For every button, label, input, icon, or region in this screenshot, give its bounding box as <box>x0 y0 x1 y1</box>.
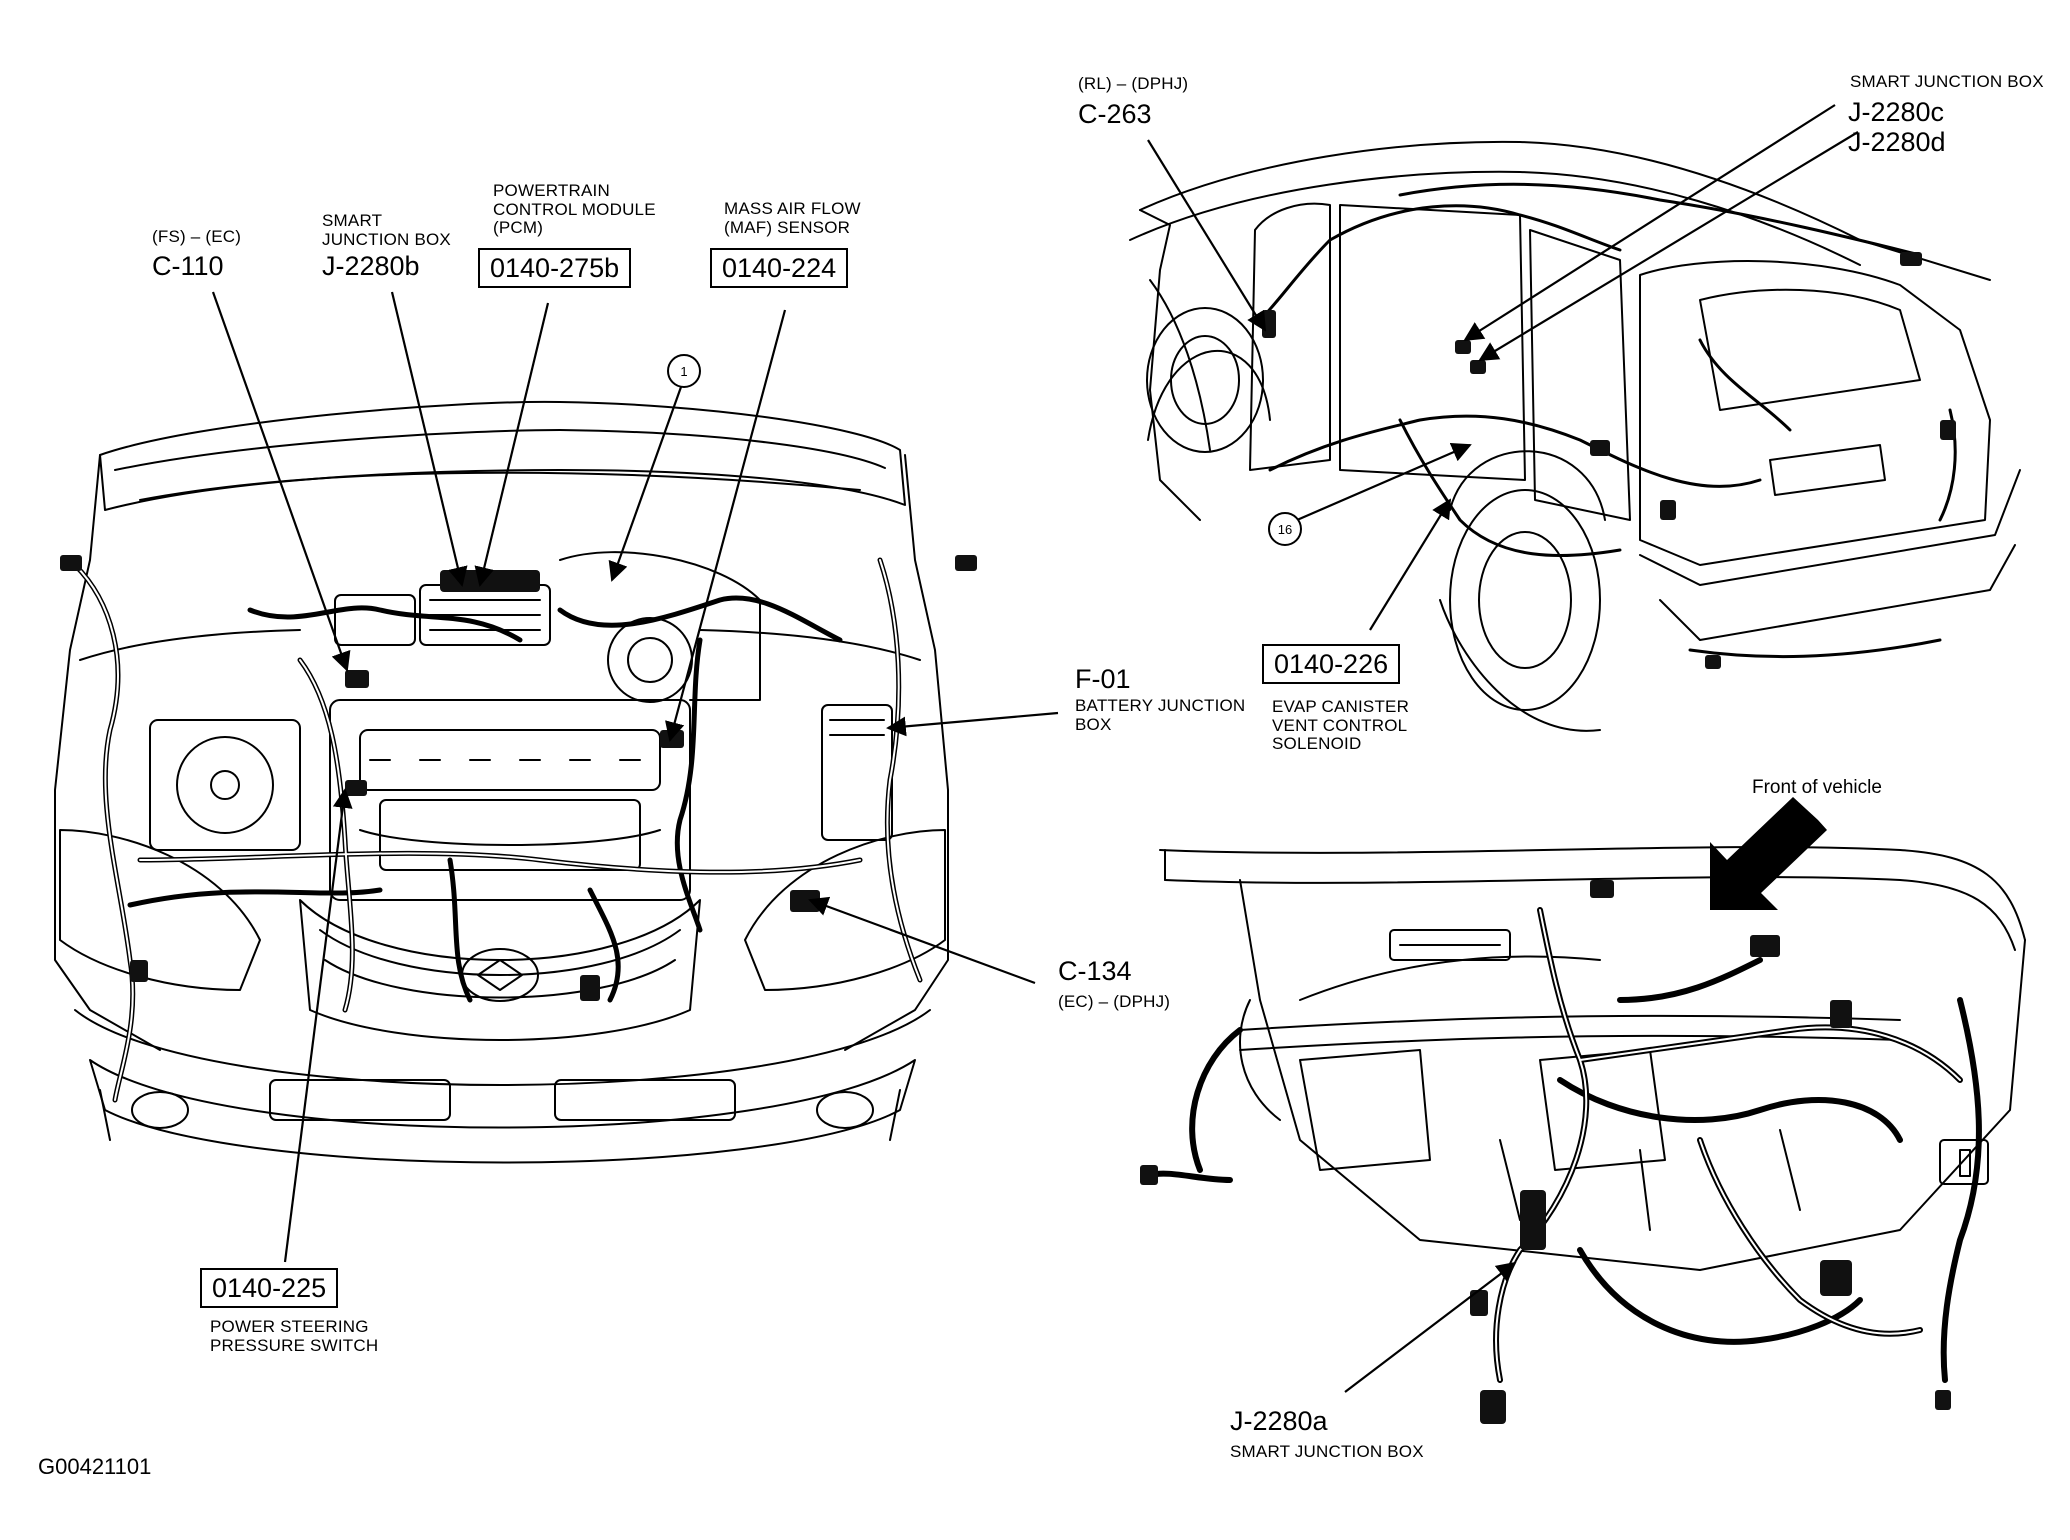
leader-j2280c <box>1463 104 1836 342</box>
engine-harness-inner-art <box>74 559 921 1101</box>
leader-j2280d <box>1478 131 1859 362</box>
dash-connectors-art <box>1140 880 1951 1424</box>
evap-ref-box: 0140-226 <box>1262 644 1401 685</box>
engine-bay-illustration <box>54 400 949 1164</box>
evap-desc-line-3: SOLENOID <box>1272 734 1362 754</box>
leader-psps <box>283 788 353 1263</box>
leader-lines <box>211 104 1859 1393</box>
leader-c110 <box>211 291 351 672</box>
j2280b-id: J-2280b <box>322 251 420 281</box>
leader-c134 <box>808 896 1036 985</box>
c110-id: C-110 <box>152 251 224 281</box>
c263-sublabel: (RL) – (DPHJ) <box>1078 74 1189 93</box>
evap-desc-line-1: EVAP CANISTER <box>1272 697 1410 716</box>
j2280a-description: SMART JUNCTION BOX <box>1230 1442 1424 1461</box>
front-of-vehicle-label: Front of vehicle <box>1752 777 1882 798</box>
engine-harness-art <box>72 557 923 1103</box>
callout-16: 16 <box>1268 512 1302 546</box>
dash-harness-inner-art <box>1495 909 1961 1381</box>
leader-f01 <box>886 711 1059 737</box>
leader-callout-1 <box>608 386 683 582</box>
j2280a-id: J-2280a <box>1230 1406 1328 1436</box>
c110-sublabel: (FS) – (EC) <box>152 227 242 246</box>
leader-c263 <box>1147 139 1267 332</box>
psps-description: POWER STEERING PRESSURE SWITCH <box>210 1317 379 1355</box>
f01-desc-line-2: BOX <box>1075 714 1112 734</box>
c134-sublabel: (EC) – (DPHJ) <box>1058 992 1171 1011</box>
callout-1: 1 <box>667 354 701 388</box>
pcm-desc-line-1: POWERTRAIN <box>493 181 610 200</box>
j2280b-desc-line-1: SMART <box>322 211 383 230</box>
leader-j2280a <box>1344 1261 1517 1393</box>
psps-desc-line-2: PRESSURE SWITCH <box>210 1335 379 1355</box>
engine-connectors-art <box>60 555 977 1001</box>
dash-harness-art <box>1147 907 1982 1383</box>
front-direction-arrow-icon <box>1710 797 1827 910</box>
c263-id: C-263 <box>1078 99 1152 129</box>
leader-pcm <box>474 302 550 587</box>
j2280c-id: J-2280c <box>1848 97 1945 127</box>
pcm-desc-line-2: CONTROL MODULE <box>493 199 656 219</box>
j2280b-desc-line-2: JUNCTION BOX <box>322 229 451 249</box>
psps-desc-line-1: POWER STEERING <box>210 1317 369 1336</box>
maf-description: MASS AIR FLOW (MAF) SENSOR <box>724 199 861 237</box>
leader-callout-16 <box>1296 443 1472 522</box>
figure-id: G00421101 <box>38 1454 152 1479</box>
rear-connectors-art <box>1262 252 1956 669</box>
f01-description: BATTERY JUNCTION BOX <box>1075 696 1246 734</box>
pcm-desc-line-3: (PCM) <box>493 218 544 238</box>
leader-maf <box>665 309 787 742</box>
c134-id: C-134 <box>1058 956 1132 986</box>
leader-j2280b <box>390 291 468 587</box>
pcm-ref-box: 0140-275b <box>478 248 632 289</box>
j2280cd-description: SMART JUNCTION BOX <box>1850 72 2044 91</box>
leader-evap <box>1369 498 1452 631</box>
evap-desc-line-2: VENT CONTROL <box>1272 715 1408 735</box>
pcm-description: POWERTRAIN CONTROL MODULE (PCM) <box>493 181 656 238</box>
maf-ref-box: 0140-224 <box>710 248 849 289</box>
maf-desc-line-1: MASS AIR FLOW <box>724 199 861 218</box>
rear-vehicle-illustration <box>1129 140 2021 732</box>
psps-ref-box: 0140-225 <box>200 1268 339 1309</box>
f01-desc-line-1: BATTERY JUNCTION <box>1075 696 1246 715</box>
j2280b-description: SMART JUNCTION BOX <box>322 211 451 249</box>
f01-id: F-01 <box>1075 664 1131 694</box>
maf-desc-line-2: (MAF) SENSOR <box>724 217 851 237</box>
j2280d-id: J-2280d <box>1848 127 1946 157</box>
evap-description: EVAP CANISTER VENT CONTROL SOLENOID <box>1272 697 1410 754</box>
